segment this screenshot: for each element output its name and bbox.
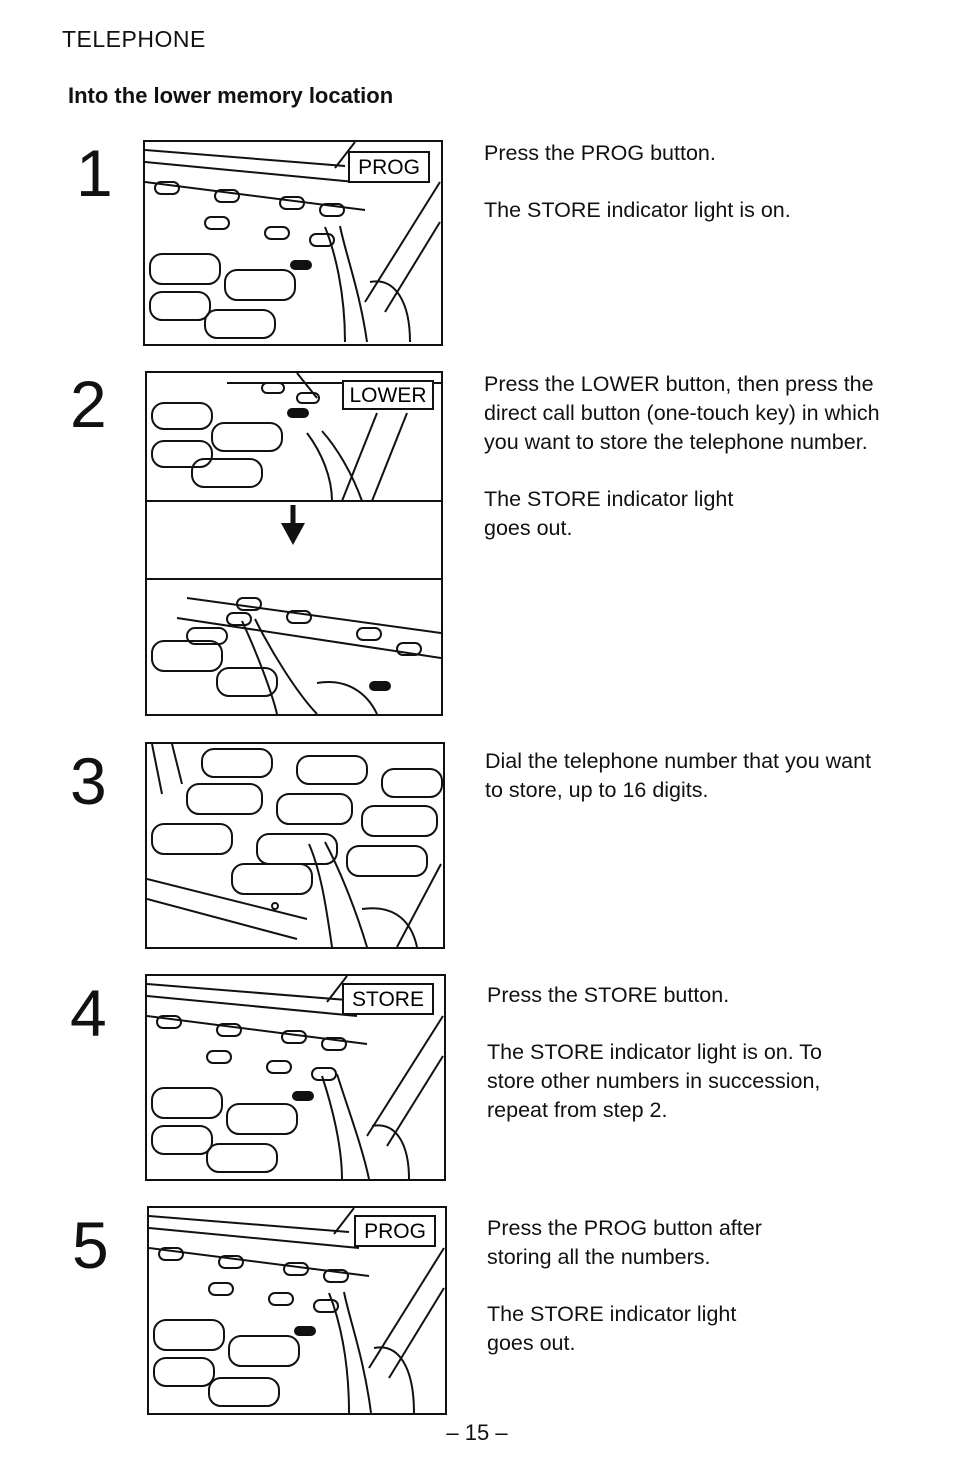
step-4-text: Press the STORE button. The STORE indica… (487, 981, 887, 1125)
step-4-illustration: STORE (145, 974, 446, 1181)
step-2-paragraph-2: The STORE indicator light goes out. (484, 487, 734, 540)
step-3-illustration (145, 742, 445, 949)
step-3-paragraph-1: Dial the telephone number that you want … (485, 749, 872, 802)
step-2-illustration: LOWER (145, 371, 443, 716)
page-number: – 15 – (446, 1420, 508, 1445)
step-5-paragraph-2: The STORE indicator light goes out. (487, 1302, 737, 1355)
step-5-number: 5 (72, 1208, 109, 1282)
step-1-paragraph-2: The STORE indicator light is on. (484, 198, 791, 222)
step-4-paragraph-2: The STORE indicator light is on. To stor… (487, 1040, 823, 1122)
step-4-button-label: STORE (352, 988, 424, 1011)
step-5-illustration: PROG (147, 1206, 447, 1415)
step-2-paragraph-1: Press the LOWER button, then press the d… (484, 372, 880, 454)
page-subtitle: Into the lower memory location (68, 83, 394, 108)
step-4-number: 4 (70, 976, 107, 1050)
section-title: TELEPHONE (62, 26, 206, 52)
step-3-text: Dial the telephone number that you want … (485, 747, 885, 805)
step-2-text: Press the LOWER button, then press the d… (484, 370, 904, 543)
step-1-illustration: PROG (143, 140, 443, 346)
step-5-text: Press the PROG button after storing all … (487, 1214, 887, 1358)
step-2-button-label: LOWER (349, 384, 426, 407)
step-4-paragraph-1: Press the STORE button. (487, 983, 730, 1007)
step-2-number: 2 (70, 367, 107, 441)
step-3-number: 3 (70, 744, 107, 818)
step-1-number: 1 (76, 136, 113, 210)
step-5-paragraph-1: Press the PROG button after storing all … (487, 1216, 762, 1269)
step-1-paragraph-1: Press the PROG button. (484, 141, 716, 165)
step-1-text: Press the PROG button. The STORE indicat… (484, 139, 884, 225)
step-5-button-label: PROG (364, 1220, 426, 1243)
step-1-button-label: PROG (358, 156, 420, 179)
